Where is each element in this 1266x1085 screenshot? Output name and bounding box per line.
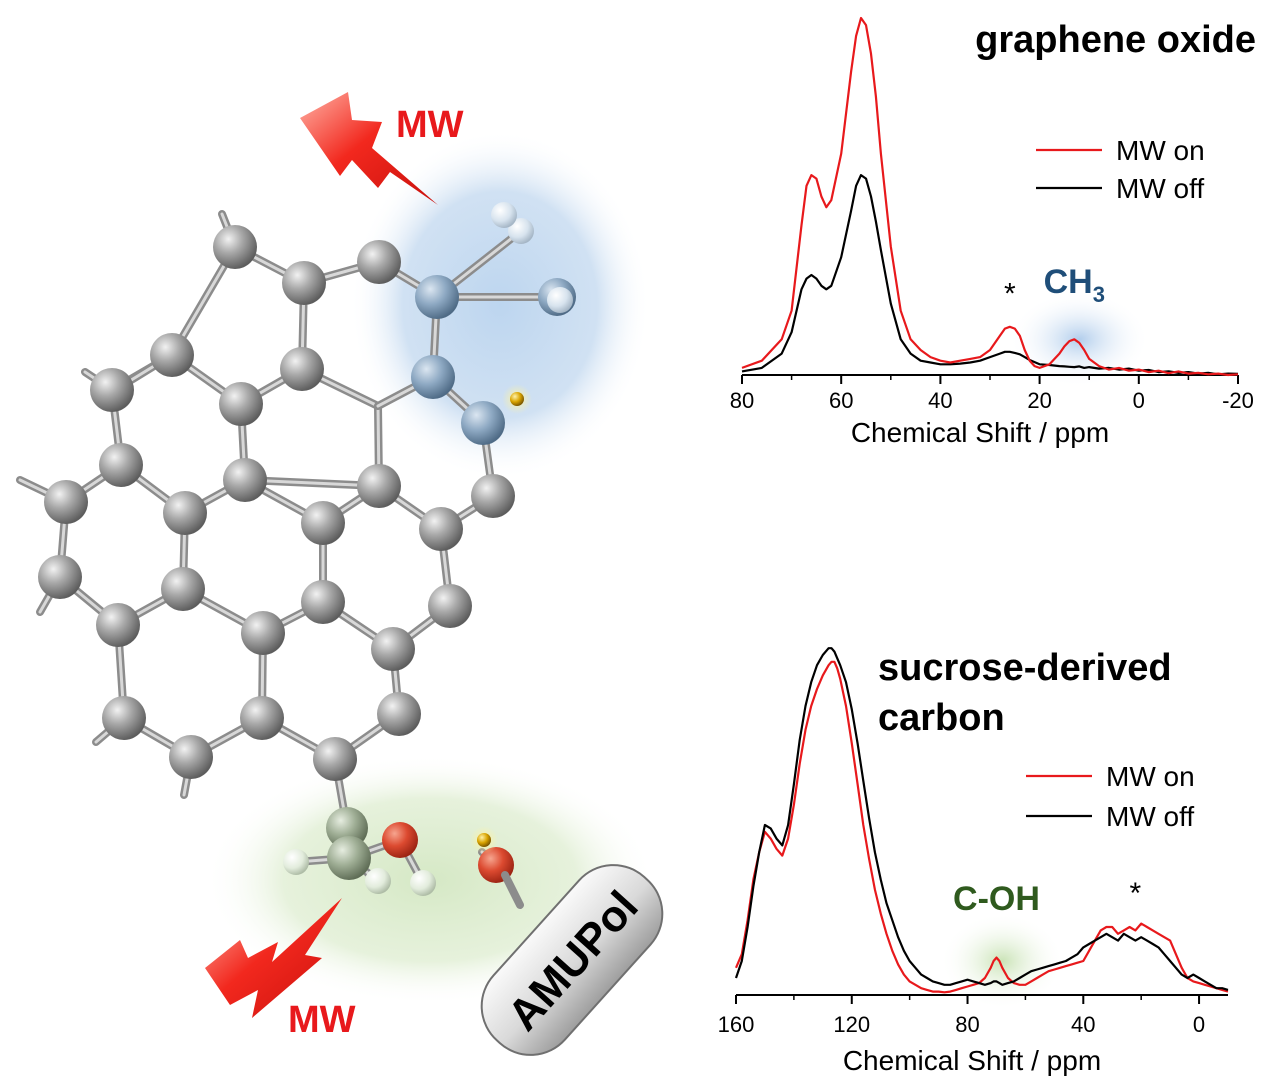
series-line-mw-off — [741, 174, 1239, 376]
carbon-atom — [44, 480, 88, 524]
carbon-atom — [471, 474, 515, 518]
electron — [510, 392, 524, 406]
carbon-atom — [219, 382, 263, 426]
mw-label-bottom: MW — [288, 999, 356, 1041]
carbon-atom — [419, 507, 463, 551]
peak-label: CH3 — [1044, 263, 1105, 307]
carbon-atom — [102, 696, 146, 740]
x-tick-label: 0 — [1193, 1012, 1205, 1037]
carbon-atom — [163, 491, 207, 535]
mw-label-top: MW — [396, 104, 464, 146]
carbon-atom — [99, 443, 143, 487]
x-tick-label: 20 — [1027, 388, 1051, 413]
hydrogen-atom — [491, 202, 517, 228]
carbon-atom — [377, 692, 421, 736]
carbon-atom — [428, 584, 472, 628]
hydrogen-atom — [365, 868, 391, 894]
x-tick-label: -20 — [1222, 388, 1254, 413]
electron — [477, 833, 491, 847]
carbon-atom-green — [327, 836, 371, 880]
spinning-sideband-marker: * — [1004, 278, 1016, 311]
bond-highlight — [243, 478, 381, 488]
x-axis-label: Chemical Shift / ppm — [843, 1045, 1101, 1076]
carbon-atom — [38, 555, 82, 599]
chart-title-line: sucrose-derived — [878, 647, 1172, 689]
carbon-atom-highlighted — [411, 355, 455, 399]
bond — [501, 871, 524, 909]
hydrogen-atom — [283, 849, 309, 875]
carbon-atom — [241, 611, 285, 655]
x-axis-label: Chemical Shift / ppm — [851, 417, 1109, 448]
series-line-mw-on — [734, 660, 1229, 994]
carbon-atom — [96, 603, 140, 647]
carbon-atom — [213, 225, 257, 269]
x-tick-label: 40 — [1071, 1012, 1095, 1037]
amupol-capsule — [480, 864, 664, 1056]
atom-layer — [38, 202, 576, 909]
x-tick-label: 0 — [1133, 388, 1145, 413]
carbon-atom — [371, 627, 415, 671]
hydrogen-atom — [410, 870, 436, 896]
peak-label-subscript: 3 — [1093, 282, 1105, 307]
molecule-illustration: MW MW AMUPol — [16, 92, 664, 1056]
carbon-atom — [357, 464, 401, 508]
carbon-atom-highlighted — [461, 401, 505, 445]
x-tick-label: 40 — [928, 388, 952, 413]
carbon-atom — [169, 735, 213, 779]
series-line-mw-off — [734, 647, 1229, 991]
carbon-atom-highlighted — [415, 275, 459, 319]
chart-title: graphene oxide — [975, 19, 1256, 61]
hydrogen-atom — [508, 218, 534, 244]
carbon-atom — [240, 696, 284, 740]
x-tick-label: 80 — [955, 1012, 979, 1037]
peak-label: C-OH — [953, 880, 1040, 918]
carbon-atom — [301, 580, 345, 624]
legend-label: MW on — [1116, 135, 1205, 166]
carbon-atom — [301, 501, 345, 545]
oxygen-atom — [382, 822, 418, 858]
carbon-atom — [150, 333, 194, 377]
lightning-bolt-icon — [300, 92, 438, 205]
carbon-atom — [161, 567, 205, 611]
legend-label: MW off — [1106, 801, 1194, 832]
chart-title-line: carbon — [878, 697, 1005, 739]
x-tick-label: 60 — [829, 388, 853, 413]
spinning-sideband-marker: * — [1130, 877, 1142, 910]
legend-label: MW off — [1116, 173, 1204, 204]
carbon-atom — [313, 737, 357, 781]
lightning-bolt-icon-bottom — [205, 898, 342, 1018]
peak-glow — [1009, 291, 1150, 388]
legend-label: MW on — [1106, 761, 1195, 792]
series-line-mw-on — [741, 16, 1239, 377]
hydrogen-atom — [547, 287, 573, 313]
x-tick-label: 80 — [730, 388, 754, 413]
carbon-atom — [357, 240, 401, 284]
carbon-atom — [282, 261, 326, 305]
x-tick-label: 120 — [833, 1012, 870, 1037]
carbon-atom — [90, 368, 134, 412]
carbon-atom — [223, 458, 267, 502]
x-tick-label: 160 — [718, 1012, 755, 1037]
carbon-atom — [280, 347, 324, 391]
